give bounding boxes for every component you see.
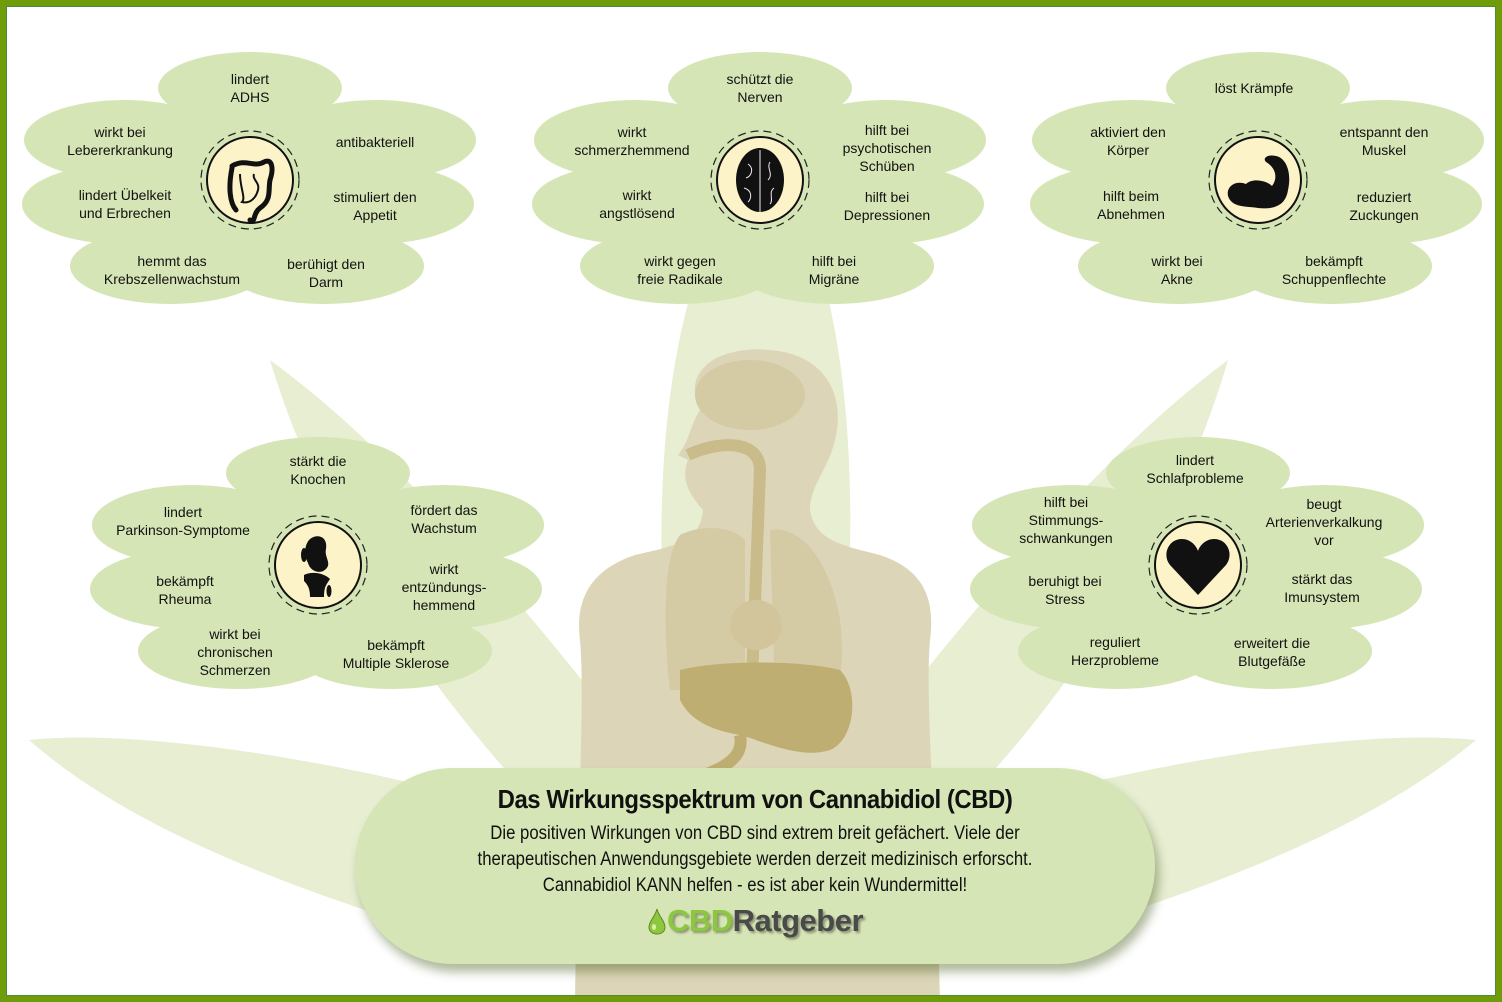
effect-label: lindert ADHS — [230, 71, 270, 105]
effect-label: wirkt bei Akne — [1151, 253, 1203, 287]
effect-label: lindert Schlafprobleme — [1146, 452, 1244, 486]
effect-label: wirkt entzündungs- hemmend — [401, 561, 487, 613]
effect-label: bekämpft Rheuma — [156, 573, 214, 607]
effect-label: hilft bei Stimmungs- schwankungen — [1019, 494, 1113, 546]
effect-label: wirkt angstlösend — [599, 187, 675, 221]
effect-label: löst Krämpfe — [1214, 80, 1294, 96]
effect-label: stimuliert den Appetit — [333, 189, 417, 223]
effect-label: wirkt schmerzhemmend — [574, 124, 690, 158]
heart-icon — [1146, 513, 1250, 617]
effect-label: wirkt bei Lebererkrankung — [67, 124, 173, 158]
effect-label: entspannt den Muskel — [1339, 124, 1429, 158]
effect-label: berühigt den Darm — [287, 256, 365, 290]
effect-label: lindert Übelkeit und Erbrechen — [78, 187, 172, 221]
knee-joint-icon — [266, 513, 370, 617]
effect-label: erweitert die Blutgefäße — [1233, 635, 1311, 669]
effect-label: aktiviert den Körper — [1090, 124, 1166, 158]
effect-label: reguliert Herzprobleme — [1071, 634, 1159, 668]
logo-ratgeber: Ratgeber — [732, 903, 864, 938]
page-title: Das Wirkungsspektrum von Cannabidiol (CB… — [497, 784, 1013, 814]
effect-label: wirkt gegen freie Radikale — [637, 253, 723, 287]
effect-label: hilft bei psychotischen Schüben — [842, 122, 932, 174]
effect-label: stärkt das Imunsystem — [1284, 571, 1360, 605]
effect-label: bekämpft Schuppenflechte — [1281, 253, 1387, 287]
effect-label: beruhigt bei Stress — [1028, 573, 1102, 607]
effect-label: hilft beim Abnehmen — [1097, 188, 1165, 222]
effect-label: antibakteriell — [335, 134, 415, 150]
effect-label: fördert das Wachstum — [410, 502, 478, 536]
effect-label: schützt die Nerven — [726, 71, 794, 105]
effect-label: stärkt die Knochen — [289, 453, 347, 487]
oil-drop-icon — [648, 908, 666, 935]
flexed-bicep-icon — [1206, 128, 1310, 232]
effect-label: lindert Parkinson-Symptome — [116, 504, 250, 538]
effect-label: wirkt bei chronischen Schmerzen — [197, 626, 273, 678]
effect-label: hilft bei Depressionen — [843, 189, 931, 223]
description-text: Die positiven Wirkungen von CBD sind ext… — [477, 823, 1033, 896]
effect-label: hemmt das Krebszellenwachstum — [103, 253, 241, 287]
brain-icon — [708, 128, 812, 232]
effect-label: beugt Arterienverkalkung vor — [1265, 496, 1383, 548]
effect-label: hilft bei Migräne — [808, 253, 860, 287]
effect-label: bekämpft Multiple Sklerose — [342, 637, 450, 671]
effect-label: reduziert Zuckungen — [1349, 189, 1419, 223]
info-panel: Das Wirkungsspektrum von Cannabidiol (CB… — [355, 768, 1155, 964]
logo-cbd: CBD — [666, 903, 733, 938]
intestine-icon — [198, 128, 302, 232]
